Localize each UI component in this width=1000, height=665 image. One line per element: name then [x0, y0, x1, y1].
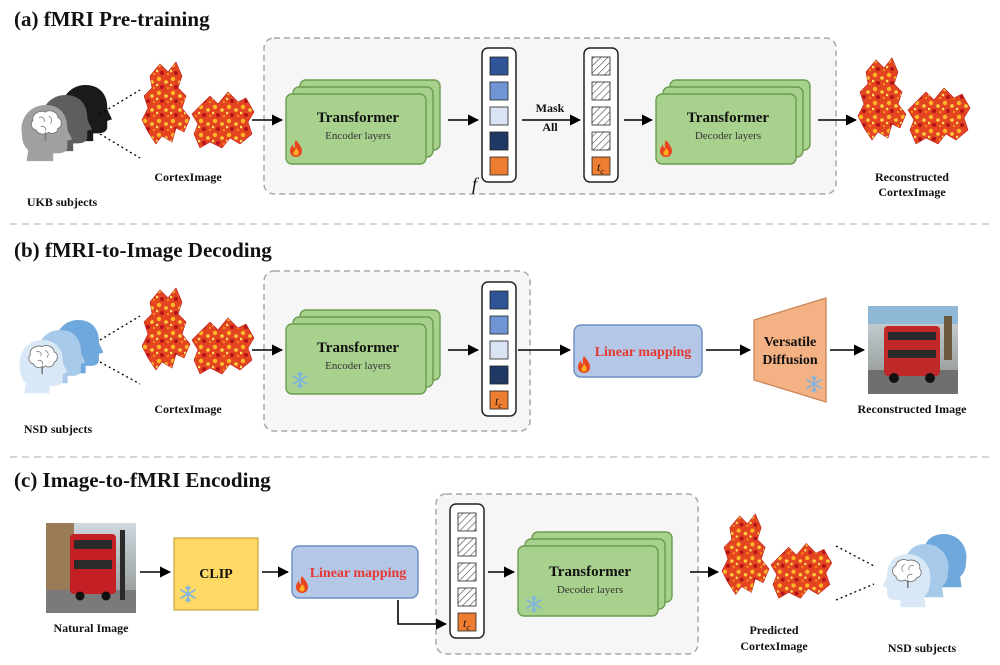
cortex-image-input [141, 61, 255, 149]
decoder-block [655, 79, 811, 165]
connector-dots [99, 361, 141, 385]
diffusion-label-line2: Diffusion [762, 353, 817, 368]
feature-token-column [481, 281, 517, 417]
reconstructed-image-label: Reconstructed Image [858, 402, 968, 416]
masked-token-column [449, 503, 485, 639]
linear-mapping-box [573, 324, 703, 378]
connector-dots [99, 133, 141, 159]
nsd-subjects-icon [19, 320, 104, 394]
ukb-subjects-label: UKB subjects [27, 195, 98, 209]
class-token-label: tc [597, 160, 604, 176]
predicted-label-line2: CortexImage [740, 639, 808, 653]
nsd-subjects-label: NSD subjects [24, 422, 93, 436]
natural-image-label: Natural Image [54, 621, 130, 635]
mask-label-line1: Mask [536, 101, 565, 115]
nsd-subjects-icon [882, 534, 967, 608]
decoder-title: Transformer [549, 564, 632, 580]
class-token-label: tc [495, 394, 502, 410]
ukb-subjects-icon [21, 85, 112, 162]
encoder-title: Transformer [317, 340, 400, 356]
reconstructed-image [868, 306, 958, 394]
cortex-image-label: CortexImage [154, 402, 222, 416]
encoder-title: Transformer [317, 110, 400, 126]
clip-label: CLIP [199, 567, 233, 582]
section-c-title: (c) Image-to-fMRI Encoding [14, 468, 271, 492]
section-b-title: (b) fMRI-to-Image Decoding [14, 238, 272, 262]
predicted-label-line1: Predicted [749, 623, 798, 637]
connector-dots [99, 315, 141, 341]
decoder-subtitle: Decoder layers [557, 584, 623, 596]
linear-mapping-label: Linear mapping [310, 566, 407, 581]
connector-dots [835, 583, 875, 601]
section-a-title: (a) fMRI Pre-training [14, 7, 210, 31]
feature-symbol: f [472, 174, 480, 194]
decoder-block [517, 531, 673, 617]
reconstructed-cortex-image [857, 57, 971, 145]
encoder-subtitle: Encoder layers [325, 360, 391, 372]
masked-token-column [583, 47, 619, 183]
class-token-label: tc [463, 616, 470, 632]
encoder-subtitle: Encoder layers [325, 130, 391, 142]
natural-image [46, 523, 136, 613]
versatile-diffusion-block [753, 297, 827, 403]
mask-label-line2: All [542, 120, 558, 134]
encoder-block [285, 309, 441, 395]
encoder-block [285, 79, 441, 165]
reconstructed-label-line1: Reconstructed [875, 170, 949, 184]
decoder-title: Transformer [687, 110, 770, 126]
decoder-subtitle: Decoder layers [695, 130, 761, 142]
reconstructed-label-line2: CortexImage [878, 185, 946, 199]
diffusion-label-line1: Versatile [764, 335, 816, 350]
linear-mapping-box [291, 545, 419, 599]
linear-mapping-label: Linear mapping [595, 345, 692, 360]
connector-dots [835, 545, 875, 567]
cortex-image-label: CortexImage [154, 170, 222, 184]
arrow [397, 600, 448, 630]
predicted-cortex-image [721, 513, 833, 599]
feature-token-column [481, 47, 517, 183]
nsd-subjects-label: NSD subjects [888, 641, 957, 655]
cortex-image-input [141, 287, 255, 375]
